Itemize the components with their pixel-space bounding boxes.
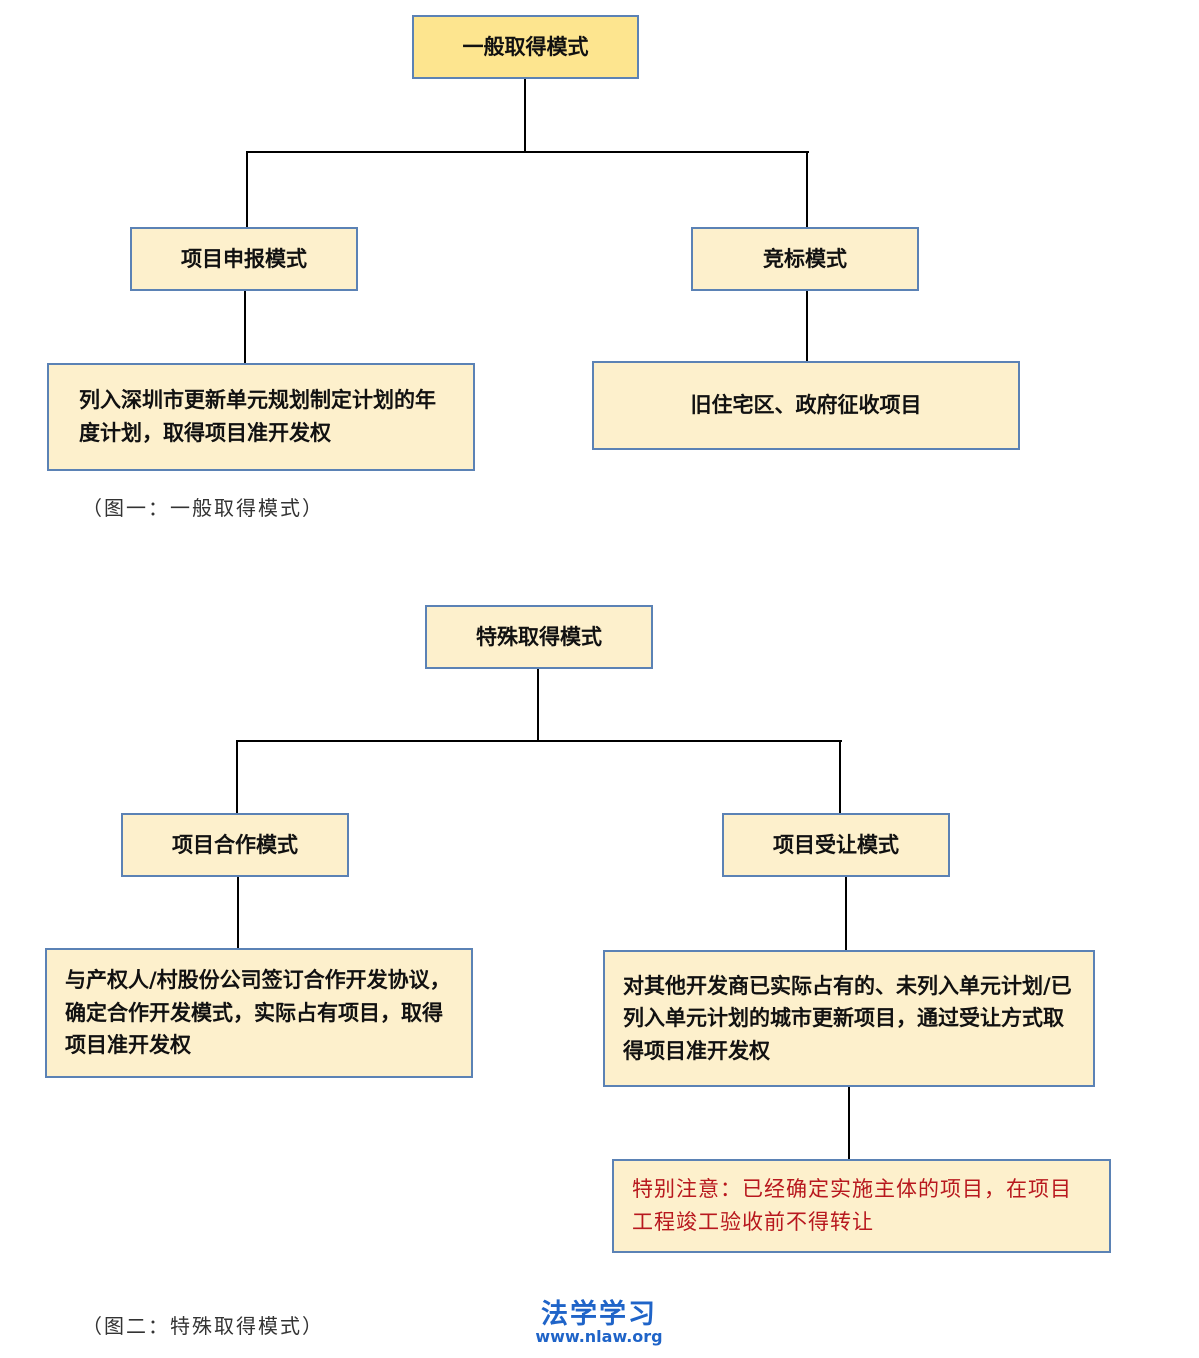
node-label: 一般取得模式 (462, 34, 589, 59)
connector-line (848, 1086, 850, 1161)
connector-line (236, 740, 238, 814)
node-label: 项目合作模式 (172, 832, 298, 857)
node-text: 与产权人/村股份公司签订合作开发协议，确定合作开发模式，实际占有项目，取得项目准… (65, 968, 451, 1058)
project-declaration-mode-node: 项目申报模式 (130, 227, 358, 291)
connector-line (806, 151, 808, 228)
general-mode-root-node: 一般取得模式 (412, 15, 639, 79)
connector-line (524, 78, 526, 152)
connector-line (246, 151, 809, 153)
connector-line (237, 876, 239, 949)
project-transfer-mode-node: 项目受让模式 (722, 813, 950, 877)
figure-caption-2: （图二：特殊取得模式） (82, 1314, 324, 1338)
figure-caption-1: （图一：一般取得模式） (82, 496, 324, 520)
node-label: 竞标模式 (763, 246, 847, 271)
connector-line (244, 290, 246, 365)
connector-line (537, 668, 539, 742)
node-text: 对其他开发商已实际占有的、未列入单元计划/已列入单元计划的城市更新项目，通过受让… (623, 973, 1072, 1063)
node-label: 特殊取得模式 (476, 624, 602, 649)
node-label: 项目申报模式 (181, 246, 307, 271)
node-label: 项目受让模式 (773, 832, 899, 857)
bidding-mode-node: 竞标模式 (691, 227, 919, 291)
special-attention-note-node: 特别注意：已经确定实施主体的项目，在项目工程竣工验收前不得转让 (612, 1159, 1111, 1253)
project-cooperation-detail-node: 与产权人/村股份公司签订合作开发协议，确定合作开发模式，实际占有项目，取得项目准… (45, 948, 473, 1078)
watermark-url: www.nlaw.org (535, 1327, 663, 1346)
note-text: 特别注意：已经确定实施主体的项目，在项目工程竣工验收前不得转让 (632, 1177, 1072, 1234)
special-mode-root-node: 特殊取得模式 (425, 605, 653, 669)
connector-line (845, 876, 847, 951)
project-declaration-detail-node: 列入深圳市更新单元规划制定计划的年度计划，取得项目准开发权 (47, 363, 475, 471)
connector-line (246, 151, 248, 228)
node-text: 旧住宅区、政府征收项目 (690, 393, 922, 418)
connector-line (806, 290, 808, 363)
bidding-detail-node: 旧住宅区、政府征收项目 (592, 361, 1020, 450)
connector-line (839, 740, 841, 814)
project-cooperation-mode-node: 项目合作模式 (121, 813, 349, 877)
node-text: 列入深圳市更新单元规划制定计划的年度计划，取得项目准开发权 (79, 388, 436, 445)
watermark-title: 法学学习 (541, 1299, 657, 1330)
connector-line (236, 740, 842, 742)
project-transfer-detail-node: 对其他开发商已实际占有的、未列入单元计划/已列入单元计划的城市更新项目，通过受让… (603, 950, 1095, 1087)
